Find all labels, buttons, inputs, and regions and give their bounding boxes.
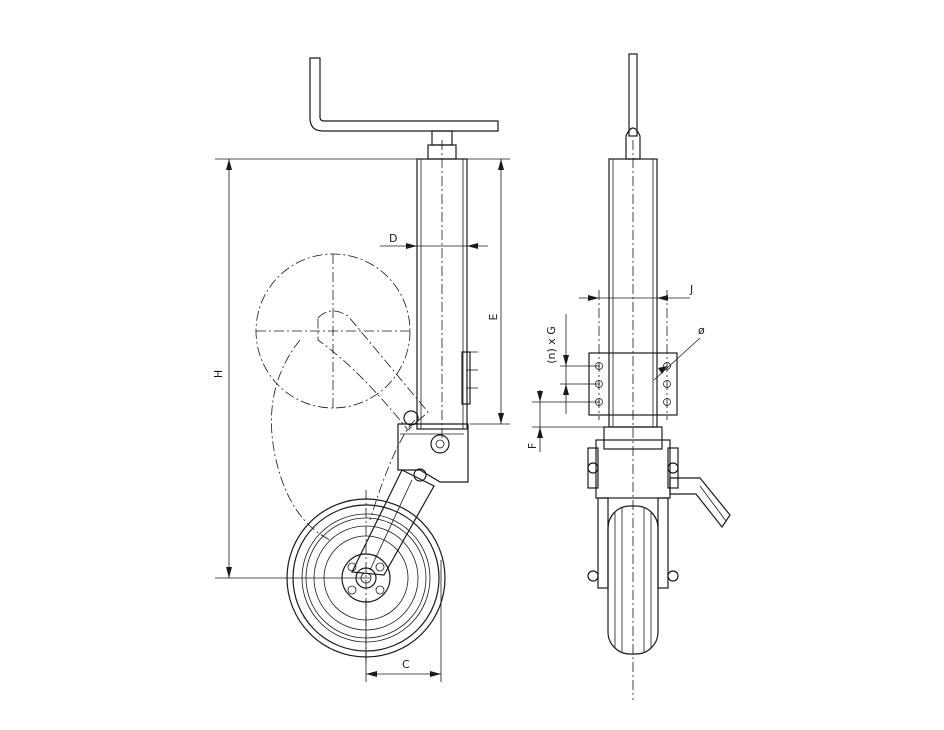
- dimension-e: [460, 158, 510, 425]
- dimension-diameter-label: ø: [698, 324, 705, 337]
- dimension-h-label: H: [212, 370, 225, 378]
- side-view: H D E C: [212, 57, 510, 682]
- dimension-diameter: [653, 337, 701, 381]
- lever-handle: [669, 477, 731, 529]
- dimension-e-label: E: [487, 313, 500, 320]
- dimension-j-label: J: [689, 283, 693, 296]
- swivel-bracket: [397, 410, 469, 483]
- front-view: J (n) x G F ø: [526, 53, 731, 700]
- dimension-g: [560, 314, 600, 414]
- dimension-g-label: (n) x G: [545, 326, 558, 364]
- dimension-d: [380, 243, 488, 249]
- front-tube: [608, 140, 658, 700]
- dimension-h: [215, 158, 430, 579]
- dimension-f-label: F: [526, 443, 539, 449]
- wheel-front: [607, 505, 659, 655]
- crank-handle: [309, 57, 499, 160]
- support-tube: [416, 140, 478, 440]
- dimension-c: [365, 560, 442, 682]
- handle-stub: [625, 53, 641, 160]
- folded-wheel-position: [255, 253, 429, 541]
- fork-arm: [351, 469, 435, 576]
- dimension-d-label: D: [389, 232, 397, 245]
- dimension-f: [532, 390, 605, 452]
- dimension-j: [579, 295, 690, 301]
- front-swivel-head: [587, 426, 679, 499]
- dimension-c-label: C: [402, 658, 410, 671]
